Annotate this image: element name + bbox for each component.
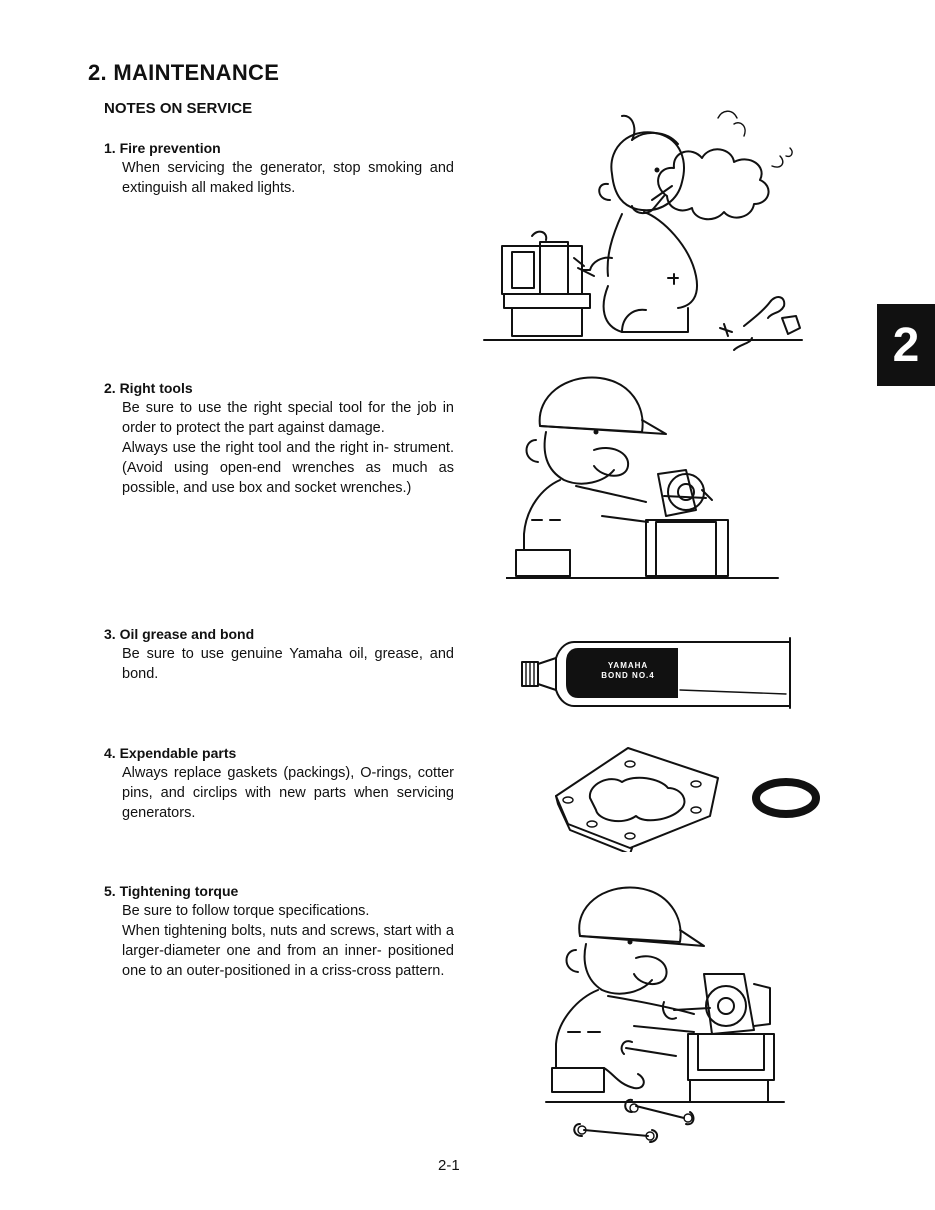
page-number: 2-1: [438, 1157, 460, 1174]
gasket-and-o-ring-illustration: [548, 744, 824, 852]
service-note-expendable-parts: 4. Expendable parts Always replace gaske…: [104, 743, 454, 823]
item-heading: 1. Fire prevention: [104, 140, 221, 156]
item-body: When servicing the generator, stop smoki…: [122, 158, 454, 198]
tube-label-product: BOND NO.4: [601, 671, 654, 680]
bond-tube-illustration: YAMAHA BOND NO.4: [520, 636, 796, 712]
item-paragraph: When tightening bolts, nuts and screws, …: [122, 923, 454, 979]
item-body: Be sure to follow torque specifications.…: [122, 901, 454, 981]
item-heading: 3. Oil grease and bond: [104, 626, 255, 642]
item-body: Always replace gaskets (packings), O-rin…: [122, 763, 454, 823]
smoking-mechanic-illustration: [482, 96, 822, 358]
service-note-fire-prevention: 1. Fire prevention When servicing the ge…: [104, 138, 454, 198]
item-paragraph: Be sure to follow torque specifications.: [122, 903, 370, 919]
item-heading: 4. Expendable parts: [104, 745, 237, 761]
item-paragraph: Be sure to use genuine Yamaha oil, greas…: [122, 646, 454, 682]
service-note-tightening-torque: 5. Tightening torque Be sure to follow t…: [104, 881, 454, 981]
mechanic-with-wrench-illustration: [506, 370, 786, 582]
service-note-oil-grease-bond: 3. Oil grease and bond Be sure to use ge…: [104, 624, 454, 684]
page-title: 2. MAINTENANCE: [88, 60, 280, 85]
tube-label-brand: YAMAHA: [608, 661, 648, 670]
chapter-tab: 2: [877, 304, 935, 386]
item-heading: 5. Tightening torque: [104, 883, 239, 899]
item-body: Be sure to use genuine Yamaha oil, greas…: [122, 644, 454, 684]
item-body: Be sure to use the right special tool fo…: [122, 398, 454, 498]
item-paragraph: Always replace gaskets (packings), O-rin…: [122, 765, 454, 821]
item-paragraph: Always use the right tool and the right …: [122, 440, 454, 496]
item-paragraph: Be sure to use the right special tool fo…: [122, 400, 454, 436]
service-note-right-tools: 2. Right tools Be sure to use the right …: [104, 378, 454, 498]
item-paragraph: When servicing the generator, stop smoki…: [122, 160, 454, 196]
mechanic-tightening-illustration: [544, 884, 790, 1148]
item-heading: 2. Right tools: [104, 380, 193, 396]
section-title: NOTES ON SERVICE: [104, 100, 253, 117]
